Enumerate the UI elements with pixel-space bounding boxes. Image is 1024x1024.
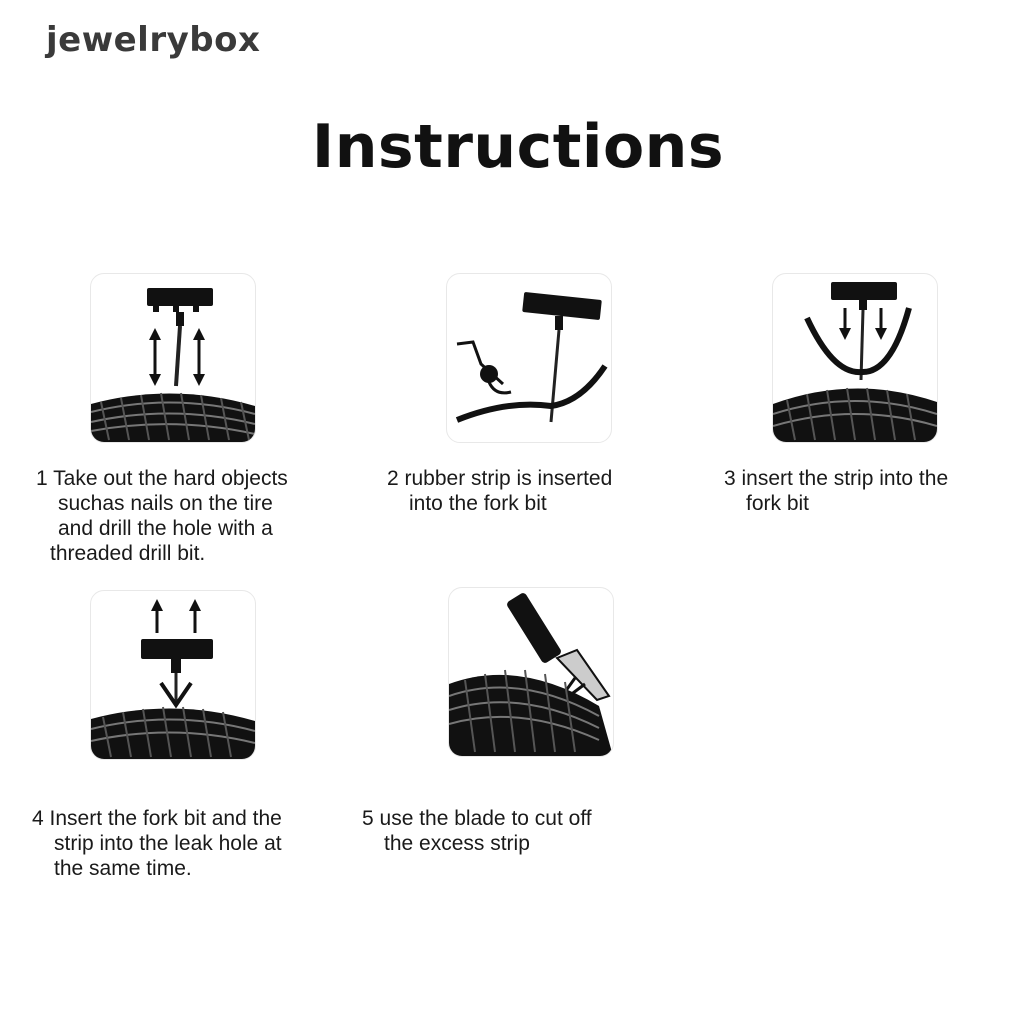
step-3-line-2: fork bit — [746, 492, 810, 515]
watermark: jewelrybox — [46, 20, 261, 60]
step-3-caption: 3 insert the strip into the fork bit — [724, 466, 948, 516]
step-2-line-2: into the fork bit — [409, 492, 547, 515]
step-1-line-2: suchas nails on the tire — [58, 492, 273, 515]
step-1-line-1: 1 Take out the hard objects — [36, 467, 288, 490]
step-3-line-1: 3 insert the strip into the — [724, 467, 949, 490]
step-4-illustration — [90, 590, 256, 760]
page-title: Instructions — [311, 112, 725, 182]
drill-bit-icon — [91, 288, 255, 442]
step-4-caption: 4 Insert the fork bit and the strip into… — [32, 806, 282, 881]
step-4-line-3: the same time. — [54, 857, 192, 880]
step-2-line-1: 2 rubber strip is inserted — [387, 467, 613, 490]
step-5-line-1: 5 use the blade to cut off — [362, 807, 592, 830]
step-1-line-3: and drill the hole with a — [58, 517, 273, 540]
step-4-line-1: 4 Insert the fork bit and the — [32, 807, 282, 830]
pull-out-tool-icon — [91, 599, 255, 759]
fork-bit-strip-icon — [455, 292, 608, 423]
blade-cut-icon — [449, 593, 613, 756]
insert-strip-icon — [773, 282, 937, 442]
step-1-caption: 1 Take out the hard objects suchas nails… — [36, 466, 288, 566]
step-5-caption: 5 use the blade to cut off the excess st… — [362, 806, 592, 856]
step-1-line-4: threaded drill bit. — [50, 542, 206, 565]
step-3-illustration — [772, 273, 938, 443]
step-1-illustration — [90, 273, 256, 443]
step-5-line-2: the excess strip — [384, 832, 530, 855]
step-5-illustration — [448, 587, 614, 757]
step-2-illustration — [446, 273, 612, 443]
step-4-line-2: strip into the leak hole at — [54, 832, 282, 855]
step-2-caption: 2 rubber strip is inserted into the fork… — [387, 466, 612, 516]
